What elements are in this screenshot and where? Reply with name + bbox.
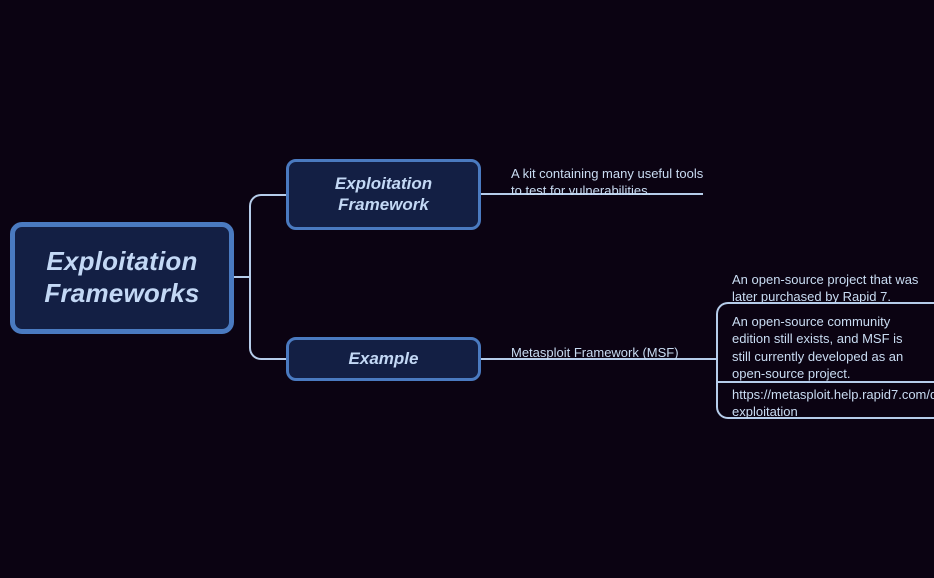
annotation-exploitation-framework: A kit containing many useful tools to te… — [511, 166, 704, 199]
annotation-note-documentation-url[interactable]: https://metasploit.help.rapid7.com/docs/… — [732, 387, 934, 420]
node-example[interactable]: Example — [286, 337, 481, 381]
connector-note-divider — [716, 381, 934, 383]
node-root-exploitation-frameworks[interactable]: Exploitation Frameworks — [10, 222, 234, 334]
connector-exploitation-annotation — [481, 193, 703, 195]
annotation-note-open-source-project: An open-source project that was later pu… — [732, 272, 919, 305]
connector-bracket-right — [716, 302, 934, 419]
annotation-metasploit-framework: Metasploit Framework (MSF) — [511, 345, 679, 360]
connector-root-stub — [234, 276, 250, 278]
annotation-note-community-edition: An open-source community edition still e… — [732, 314, 904, 381]
connector-example-annotation — [481, 358, 716, 360]
connector-bracket-left — [249, 194, 289, 360]
node-exploitation-framework[interactable]: Exploitation Framework — [286, 159, 481, 230]
